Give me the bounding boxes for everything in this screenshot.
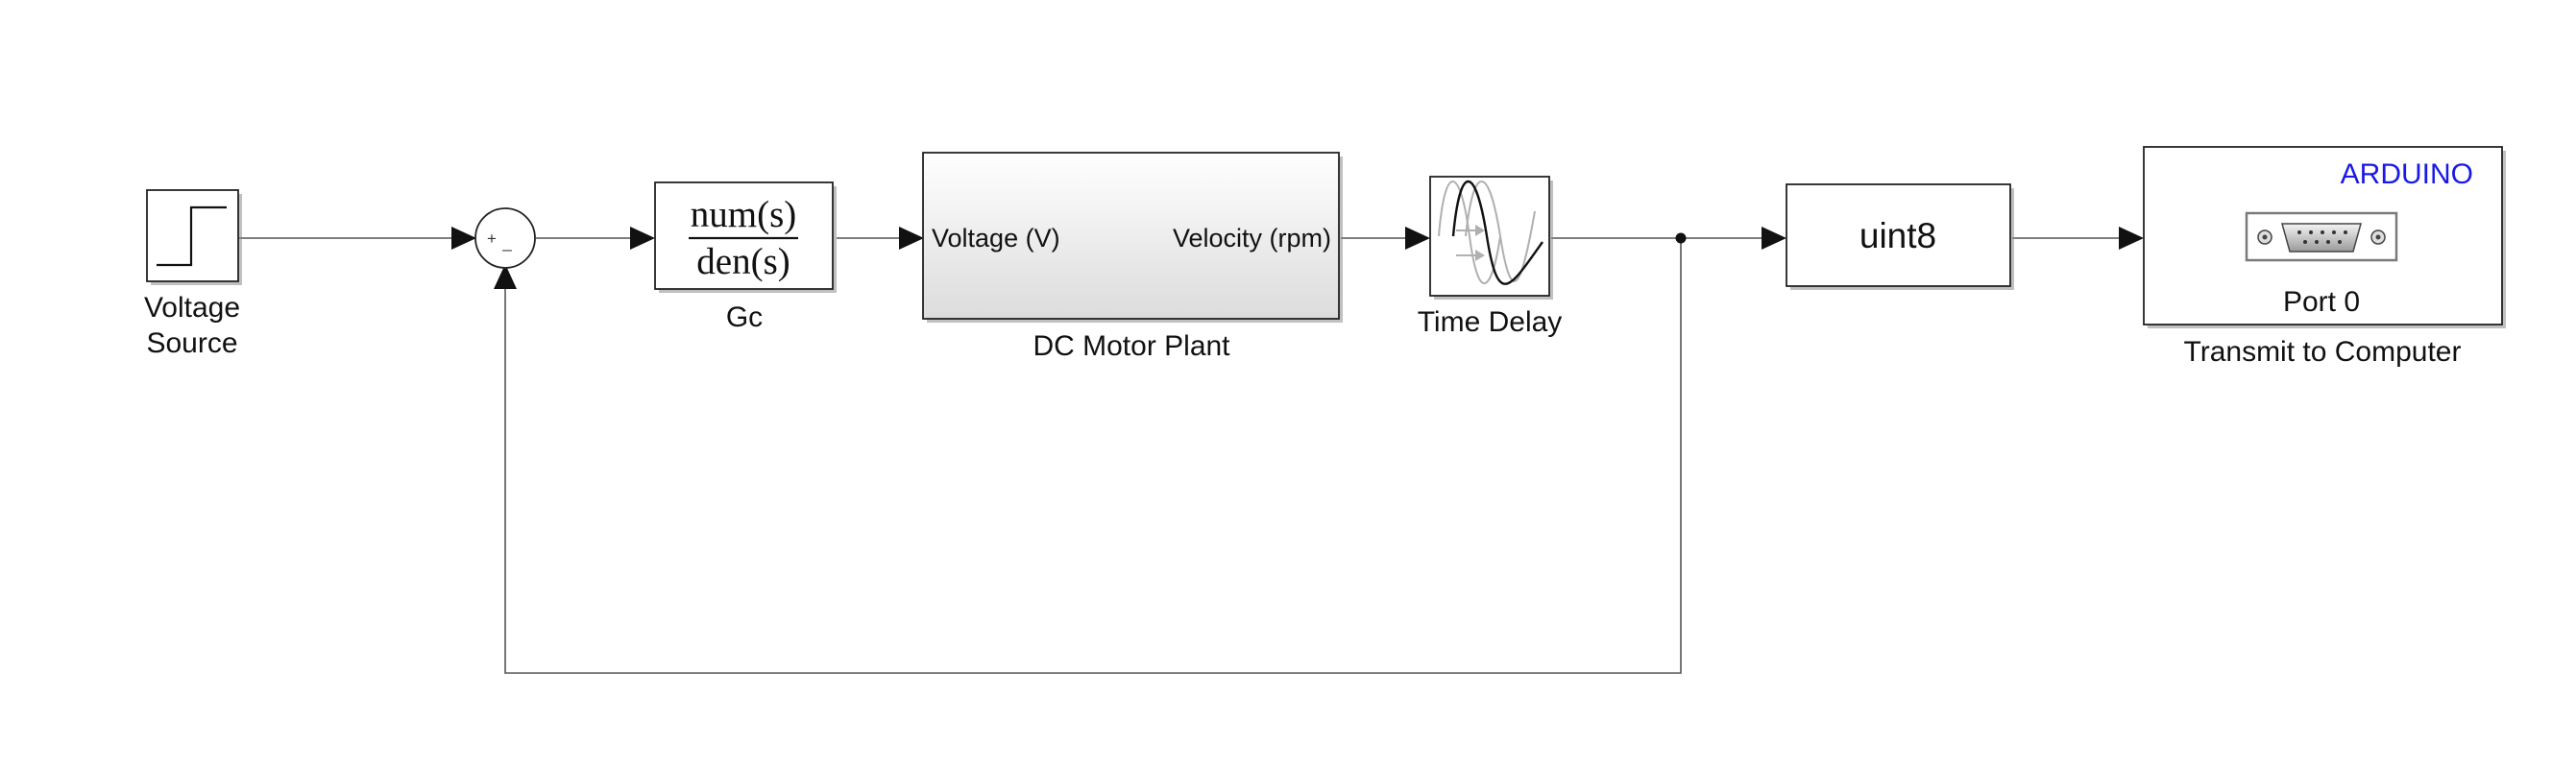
feedback-wire[interactable] bbox=[504, 238, 1682, 674]
arrowhead-delay-input bbox=[1405, 227, 1430, 250]
uint8-box[interactable] bbox=[1786, 183, 2011, 287]
arduino-brand-label: ARDUINO bbox=[2341, 158, 2473, 190]
signal-lines bbox=[239, 232, 2120, 674]
sum-plus-sign: + bbox=[487, 229, 497, 248]
arrowheads bbox=[451, 227, 2144, 289]
serial-connector-icon bbox=[2245, 211, 2398, 262]
branch-point bbox=[1675, 232, 1687, 244]
gc-transfer-function-block[interactable]: num(s) den(s) Gc bbox=[654, 181, 837, 333]
gc-numerator: num(s) bbox=[691, 194, 797, 235]
transmit-port-label: Port 0 bbox=[2283, 286, 2360, 318]
arrowhead-gc-input bbox=[630, 227, 655, 250]
gc-box[interactable] bbox=[654, 181, 834, 290]
time-delay-label: Time Delay bbox=[1418, 306, 1563, 338]
dc-motor-plant-block[interactable]: Voltage (V) Velocity (rpm) DC Motor Plan… bbox=[922, 152, 1343, 362]
plant-input-port-label: Voltage (V) bbox=[932, 224, 1060, 253]
time-delay-block[interactable]: Time Delay bbox=[1418, 176, 1563, 338]
voltage-source-box[interactable] bbox=[146, 189, 239, 282]
gc-denominator: den(s) bbox=[696, 241, 790, 282]
arrowhead-sum-input bbox=[451, 227, 476, 250]
transmit-label: Transmit to Computer bbox=[2184, 336, 2462, 368]
voltage-source-label-line1: Voltage bbox=[144, 292, 240, 324]
arrowhead-transmit-input bbox=[2119, 227, 2144, 250]
arrowhead-convert-input bbox=[1762, 227, 1786, 250]
gc-label: Gc bbox=[726, 301, 763, 333]
arrowhead-feedback-input bbox=[494, 264, 517, 289]
voltage-source-block[interactable]: Voltage Source bbox=[144, 189, 242, 359]
voltage-source-label-line2: Source bbox=[146, 327, 237, 359]
sum-junction-icon[interactable] bbox=[474, 207, 536, 269]
sum-minus-sign: _ bbox=[501, 233, 512, 252]
step-icon bbox=[157, 205, 227, 267]
transport-delay-icon bbox=[1438, 180, 1543, 285]
plant-label: DC Motor Plant bbox=[1033, 330, 1230, 362]
uint8-conversion-block[interactable]: uint8 bbox=[1786, 183, 2014, 290]
plant-output-port-label: Velocity (rpm) bbox=[1173, 224, 1331, 253]
transmit-block[interactable]: ARDUINO Port 0 Transmit to Computer bbox=[2143, 146, 2506, 368]
arrowhead-plant-input bbox=[899, 227, 924, 250]
uint8-label: uint8 bbox=[1859, 216, 1936, 255]
plant-box[interactable] bbox=[922, 152, 1340, 320]
sum-block[interactable]: + _ bbox=[474, 207, 536, 269]
